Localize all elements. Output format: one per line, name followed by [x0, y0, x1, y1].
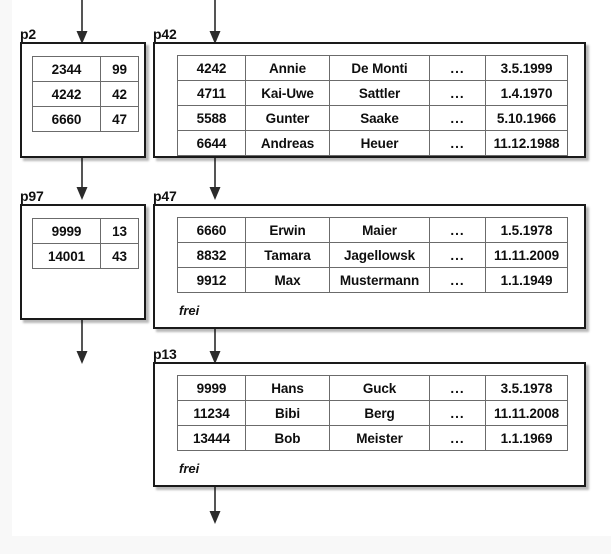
cell-more: ... — [429, 425, 486, 451]
cell-first-name: Bob — [245, 425, 330, 451]
cell-more: ... — [429, 130, 486, 156]
record-table-p13: 9999 Hans Guck ... 3.5.1978 11234 Bibi B… — [177, 375, 568, 451]
cell-id: 9999 — [177, 375, 246, 401]
table-row[interactable]: 6660 Erwin Maier ... 1.5.1978 — [177, 217, 568, 243]
cell-more: ... — [429, 217, 486, 243]
cell-more: ... — [429, 400, 486, 426]
table-row[interactable]: 4242 42 — [32, 81, 139, 107]
page-box-p13[interactable]: 9999 Hans Guck ... 3.5.1978 11234 Bibi B… — [153, 362, 586, 487]
cell-key: 6660 — [32, 106, 101, 132]
cell-more: ... — [429, 55, 486, 81]
cell-first-name: Andreas — [245, 130, 330, 156]
cell-first-name: Erwin — [245, 217, 330, 243]
record-table-p47: 6660 Erwin Maier ... 1.5.1978 8832 Tamar… — [177, 217, 568, 293]
table-row[interactable]: 13444 Bob Meister ... 1.1.1969 — [177, 425, 568, 451]
page-box-p97[interactable]: 9999 13 14001 43 — [20, 204, 146, 320]
table-row[interactable]: 9999 13 — [32, 218, 139, 244]
cell-more: ... — [429, 267, 486, 293]
cell-pointer: 99 — [100, 56, 139, 82]
cell-pointer: 47 — [100, 106, 139, 132]
page-label-p97: p97 — [20, 188, 44, 204]
page-label-p13: p13 — [153, 346, 177, 362]
cell-date: 1.1.1969 — [485, 425, 568, 451]
cell-last-name: Meister — [329, 425, 430, 451]
page-label-p47: p47 — [153, 188, 177, 204]
cell-last-name: Heuer — [329, 130, 430, 156]
cell-id: 13444 — [177, 425, 246, 451]
cell-more: ... — [429, 375, 486, 401]
page-box-p2[interactable]: 2344 99 4242 42 6660 47 — [20, 42, 146, 158]
cell-key: 4242 — [32, 81, 101, 107]
cell-date: 3.5.1999 — [485, 55, 568, 81]
record-table-p2: 2344 99 4242 42 6660 47 — [32, 56, 139, 132]
cell-date: 11.11.2009 — [485, 242, 568, 268]
cell-more: ... — [429, 105, 486, 131]
page-label-p42: p42 — [153, 26, 177, 42]
cell-id: 9912 — [177, 267, 246, 293]
cell-id: 6644 — [177, 130, 246, 156]
table-row[interactable]: 5588 Gunter Saake ... 5.10.1966 — [177, 105, 568, 131]
cell-date: 1.5.1978 — [485, 217, 568, 243]
record-table-p42: 4242 Annie De Monti ... 3.5.1999 4711 Ka… — [177, 55, 568, 156]
cell-id: 5588 — [177, 105, 246, 131]
free-space-label-p47: frei — [179, 303, 200, 318]
cell-date: 3.5.1978 — [485, 375, 568, 401]
cell-key: 14001 — [32, 243, 101, 269]
cell-more: ... — [429, 80, 486, 106]
cell-first-name: Gunter — [245, 105, 330, 131]
table-row[interactable]: 8832 Tamara Jagellowsk ... 11.11.2009 — [177, 242, 568, 268]
cell-date: 11.11.2008 — [485, 400, 568, 426]
cell-first-name: Max — [245, 267, 330, 293]
table-row[interactable]: 14001 43 — [32, 243, 139, 269]
diagram-canvas: p2 2344 99 4242 42 6660 47 p97 — [12, 0, 611, 536]
cell-more: ... — [429, 242, 486, 268]
page-box-p47[interactable]: 6660 Erwin Maier ... 1.5.1978 8832 Tamar… — [153, 204, 586, 329]
table-row[interactable]: 9912 Max Mustermann ... 1.1.1949 — [177, 267, 568, 293]
cell-pointer: 42 — [100, 81, 139, 107]
cell-id: 11234 — [177, 400, 246, 426]
cell-last-name: Jagellowsk — [329, 242, 430, 268]
arrow-p97-outgoing — [76, 320, 88, 364]
cell-last-name: Guck — [329, 375, 430, 401]
cell-first-name: Tamara — [245, 242, 330, 268]
cell-last-name: Maier — [329, 217, 430, 243]
table-row[interactable]: 4711 Kai-Uwe Sattler ... 1.4.1970 — [177, 80, 568, 106]
cell-last-name: De Monti — [329, 55, 430, 81]
cell-first-name: Bibi — [245, 400, 330, 426]
arrow-p2-to-p97 — [76, 156, 88, 200]
cell-id: 4711 — [177, 80, 246, 106]
cell-date: 11.12.1988 — [485, 130, 568, 156]
cell-last-name: Mustermann — [329, 267, 430, 293]
cell-id: 8832 — [177, 242, 246, 268]
table-row[interactable]: 6644 Andreas Heuer ... 11.12.1988 — [177, 130, 568, 156]
arrow-incoming-p2 — [76, 0, 88, 44]
cell-key: 2344 — [32, 56, 101, 82]
cell-first-name: Annie — [245, 55, 330, 81]
cell-first-name: Kai-Uwe — [245, 80, 330, 106]
table-row[interactable]: 4242 Annie De Monti ... 3.5.1999 — [177, 55, 568, 81]
cell-pointer: 43 — [100, 243, 139, 269]
cell-last-name: Saake — [329, 105, 430, 131]
table-row[interactable]: 6660 47 — [32, 106, 139, 132]
page-box-p42[interactable]: 4242 Annie De Monti ... 3.5.1999 4711 Ka… — [153, 42, 586, 158]
table-row[interactable]: 2344 99 — [32, 56, 139, 82]
cell-date: 1.1.1949 — [485, 267, 568, 293]
cell-date: 1.4.1970 — [485, 80, 568, 106]
table-row[interactable]: 9999 Hans Guck ... 3.5.1978 — [177, 375, 568, 401]
arrow-p42-to-p47 — [209, 156, 221, 200]
cell-key: 9999 — [32, 218, 101, 244]
cell-id: 6660 — [177, 217, 246, 243]
free-space-label-p13: frei — [179, 461, 200, 476]
cell-last-name: Sattler — [329, 80, 430, 106]
cell-id: 4242 — [177, 55, 246, 81]
cell-date: 5.10.1966 — [485, 105, 568, 131]
table-row[interactable]: 11234 Bibi Berg ... 11.11.2008 — [177, 400, 568, 426]
cell-first-name: Hans — [245, 375, 330, 401]
cell-pointer: 13 — [100, 218, 139, 244]
arrow-incoming-p42 — [209, 0, 221, 44]
page-label-p2: p2 — [20, 26, 36, 42]
record-table-p97: 9999 13 14001 43 — [32, 218, 139, 269]
cell-last-name: Berg — [329, 400, 430, 426]
